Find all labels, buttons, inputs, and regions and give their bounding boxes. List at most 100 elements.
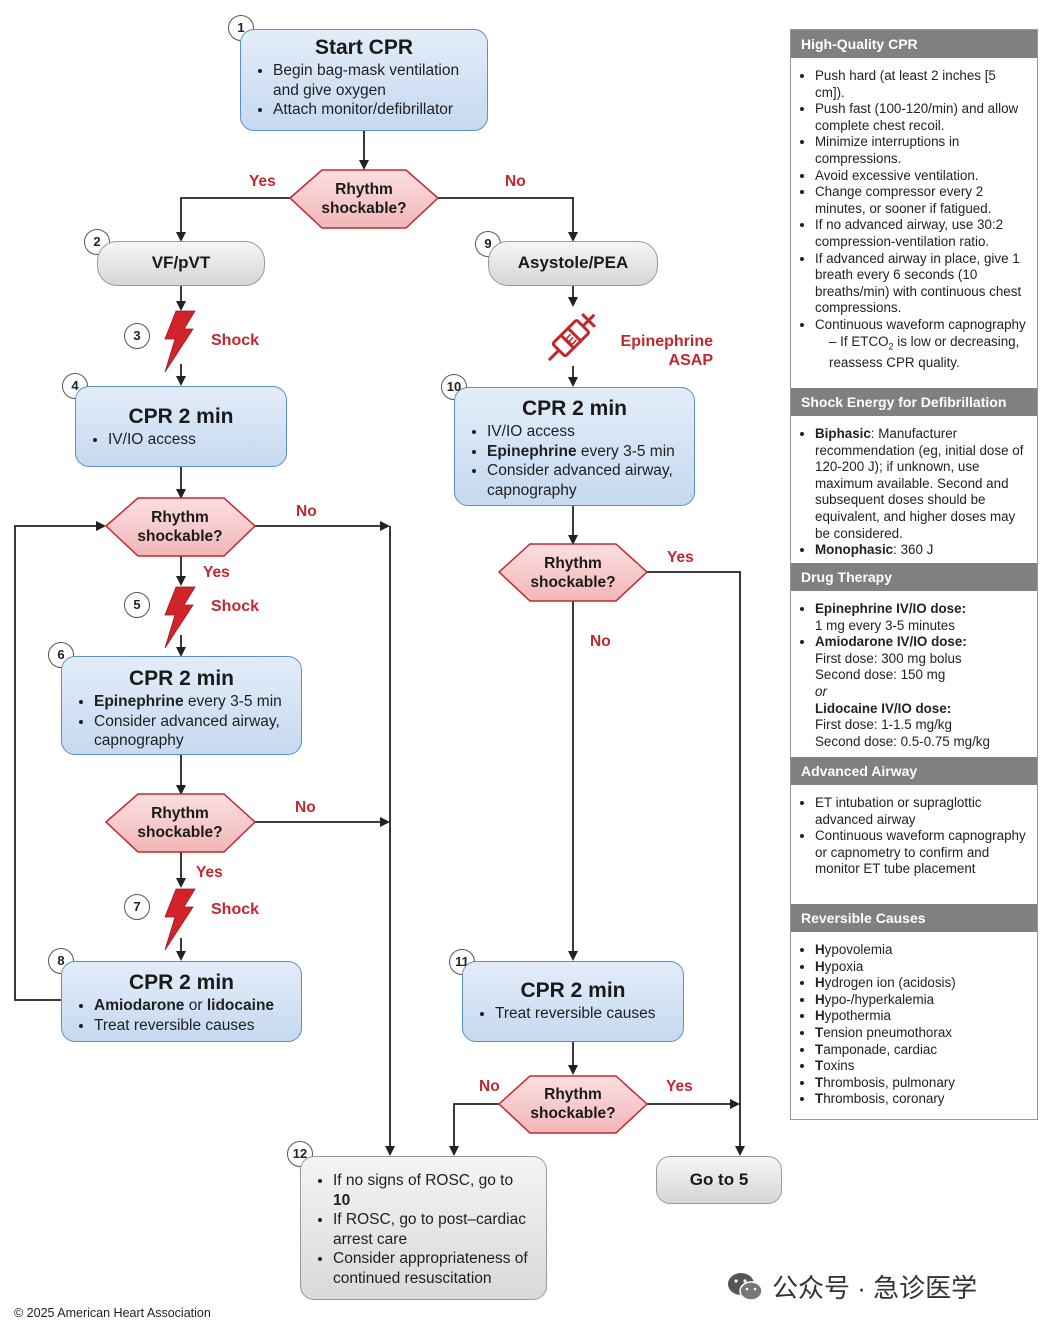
sidebar-item: Thrombosis, coronary xyxy=(815,1091,1029,1108)
sidebar-item: Hypoxia xyxy=(815,959,1029,976)
sidebar-item: Toxins xyxy=(815,1058,1029,1075)
reference-sidebar: High-Quality CPR Push hard (at least 2 i… xyxy=(790,29,1038,1120)
sidebar-item: Push fast (100-120/min) and allow comple… xyxy=(815,101,1029,134)
sidebar-item: Epinephrine IV/IO dose:1 mg every 3-5 mi… xyxy=(815,601,1029,634)
sidebar-subitem: – If ETCO2 is low or decreasing, reasses… xyxy=(829,333,1020,370)
box-item: Consider advanced airway, capnography xyxy=(487,461,680,500)
yes-label: Yes xyxy=(203,564,230,581)
shock-label: Shock xyxy=(211,598,260,615)
drug-therapy-section: Drug Therapy Epinephrine IV/IO dose:1 mg… xyxy=(791,563,1037,750)
connectors xyxy=(14,131,745,1156)
sidebar-item: Hypo-/hyperkalemia xyxy=(815,992,1029,1009)
box-item: IV/IO access xyxy=(108,430,272,450)
go-to-5-pill: Go to 5 xyxy=(656,1156,782,1204)
box-item: Consider advanced airway, capnography xyxy=(94,712,287,751)
watermark-text: 公众号 · 急诊医学 xyxy=(772,1273,978,1303)
yes-label: Yes xyxy=(666,1078,693,1095)
watermark: 公众号 · 急诊医学 xyxy=(726,1268,977,1305)
syringe-icon: E xyxy=(547,313,596,362)
reversible-causes-section: Reversible Causes Hypovolemia Hypoxia Hy… xyxy=(791,904,1037,1108)
section-heading: Reversible Causes xyxy=(791,904,1037,932)
cpr-box-4: CPR 2 min IV/IO access xyxy=(75,386,287,467)
cpr-box-6: CPR 2 min Epinephrine every 3-5 min Cons… xyxy=(61,656,302,755)
sidebar-item: Avoid excessive ventilation. xyxy=(815,168,1029,185)
box-item: If ROSC, go to post–cardiac arrest care xyxy=(333,1210,532,1249)
decision-diamond-4 xyxy=(497,543,649,602)
box-title: CPR 2 min xyxy=(128,971,235,994)
shock-label: Shock xyxy=(211,901,260,918)
cpr-box-11: CPR 2 min Treat reversible causes xyxy=(462,961,684,1042)
advanced-airway-section: Advanced Airway ET intubation or supragl… xyxy=(791,757,1037,878)
box-item: Epinephrine every 3-5 min xyxy=(487,442,680,462)
sidebar-item: Change compressor every 2 minutes, or so… xyxy=(815,184,1029,217)
no-label: No xyxy=(296,503,317,520)
cpr-box-10: CPR 2 min IV/IO access Epinephrine every… xyxy=(454,387,695,506)
decision-diamond-1 xyxy=(288,169,440,229)
sidebar-item: Monophasic: 360 J xyxy=(815,542,1029,559)
vf-pvt-pill: VF/pVT xyxy=(97,241,265,286)
sidebar-item: If no advanced airway, use 30:2 compress… xyxy=(815,217,1029,250)
sidebar-item: Push hard (at least 2 inches [5 cm]). xyxy=(815,68,1029,101)
sidebar-item: Hydrogen ion (acidosis) xyxy=(815,975,1029,992)
cpr-box-8: CPR 2 min Amiodarone or lidocaine Treat … xyxy=(61,961,302,1042)
section-heading: Drug Therapy xyxy=(791,563,1037,591)
sidebar-item: Tension pneumothorax xyxy=(815,1025,1029,1042)
step-number: 5 xyxy=(124,592,150,618)
sidebar-item: Biphasic: Manufacturer recommendation (e… xyxy=(815,426,1029,542)
sidebar-item: Minimize interruptions in compressions. xyxy=(815,134,1029,167)
shock-bolt-icon xyxy=(164,310,196,373)
sidebar-item: Continuous waveform capnography or capno… xyxy=(815,828,1029,878)
no-label: No xyxy=(479,1078,500,1095)
box-item: Treat reversible causes xyxy=(495,1004,669,1024)
shock-energy-section: Shock Energy for Defibrillation Biphasic… xyxy=(791,388,1037,559)
box-item: Attach monitor/defibrillator xyxy=(273,100,473,120)
decision-diamond-2 xyxy=(104,497,257,557)
box-item: Begin bag-mask ventilation and give oxyg… xyxy=(273,61,473,100)
step-number: 3 xyxy=(124,323,150,349)
sidebar-item: Continuous waveform capnography – If ETC… xyxy=(815,317,1029,371)
step-number: 12 xyxy=(287,1141,313,1167)
yes-label: Yes xyxy=(249,173,276,190)
shock-label: Shock xyxy=(211,332,260,349)
asystole-pea-pill: Asystole/PEA xyxy=(488,241,658,286)
wechat-icon xyxy=(728,1272,763,1301)
decision-diamond-3 xyxy=(104,793,257,853)
yes-label: Yes xyxy=(196,864,223,881)
shock-bolt-icon xyxy=(164,586,196,649)
sidebar-item: Hypovolemia xyxy=(815,942,1029,959)
box-title: CPR 2 min xyxy=(520,979,626,1002)
no-label: No xyxy=(295,799,316,816)
start-cpr-box: Start CPR Begin bag-mask ventilation and… xyxy=(240,29,488,131)
sidebar-item: Thrombosis, pulmonary xyxy=(815,1075,1029,1092)
box-title: Start CPR xyxy=(314,36,414,59)
box-title: CPR 2 min xyxy=(128,405,234,428)
yes-label: Yes xyxy=(667,549,694,566)
sidebar-item: ET intubation or supraglottic advanced a… xyxy=(815,795,1029,828)
box-item: Treat reversible causes xyxy=(94,1016,287,1036)
box-item: IV/IO access xyxy=(487,422,680,442)
box-item: If no signs of ROSC, go to 10 xyxy=(333,1171,532,1210)
step-number: 7 xyxy=(124,894,150,920)
section-heading: Shock Energy for Defibrillation xyxy=(791,388,1037,416)
copyright-text: © 2025 American Heart Association xyxy=(14,1306,211,1320)
rosc-box-12: If no signs of ROSC, go to 10 If ROSC, g… xyxy=(300,1156,547,1300)
sidebar-item: Amiodarone IV/IO dose:First dose: 300 mg… xyxy=(815,634,1029,750)
decision-diamond-5 xyxy=(497,1075,649,1134)
section-heading: Advanced Airway xyxy=(791,757,1037,785)
no-label: No xyxy=(590,633,611,650)
section-heading: High-Quality CPR xyxy=(791,30,1037,58)
high-quality-cpr-section: High-Quality CPR Push hard (at least 2 i… xyxy=(791,30,1037,371)
no-label: No xyxy=(505,173,526,190)
box-item: Consider appropriateness of continued re… xyxy=(333,1249,532,1288)
box-title: CPR 2 min xyxy=(521,397,628,420)
box-item: Epinephrine every 3-5 min xyxy=(94,692,287,712)
box-item: Amiodarone or lidocaine xyxy=(94,996,287,1016)
sidebar-item: Hypothermia xyxy=(815,1008,1029,1025)
